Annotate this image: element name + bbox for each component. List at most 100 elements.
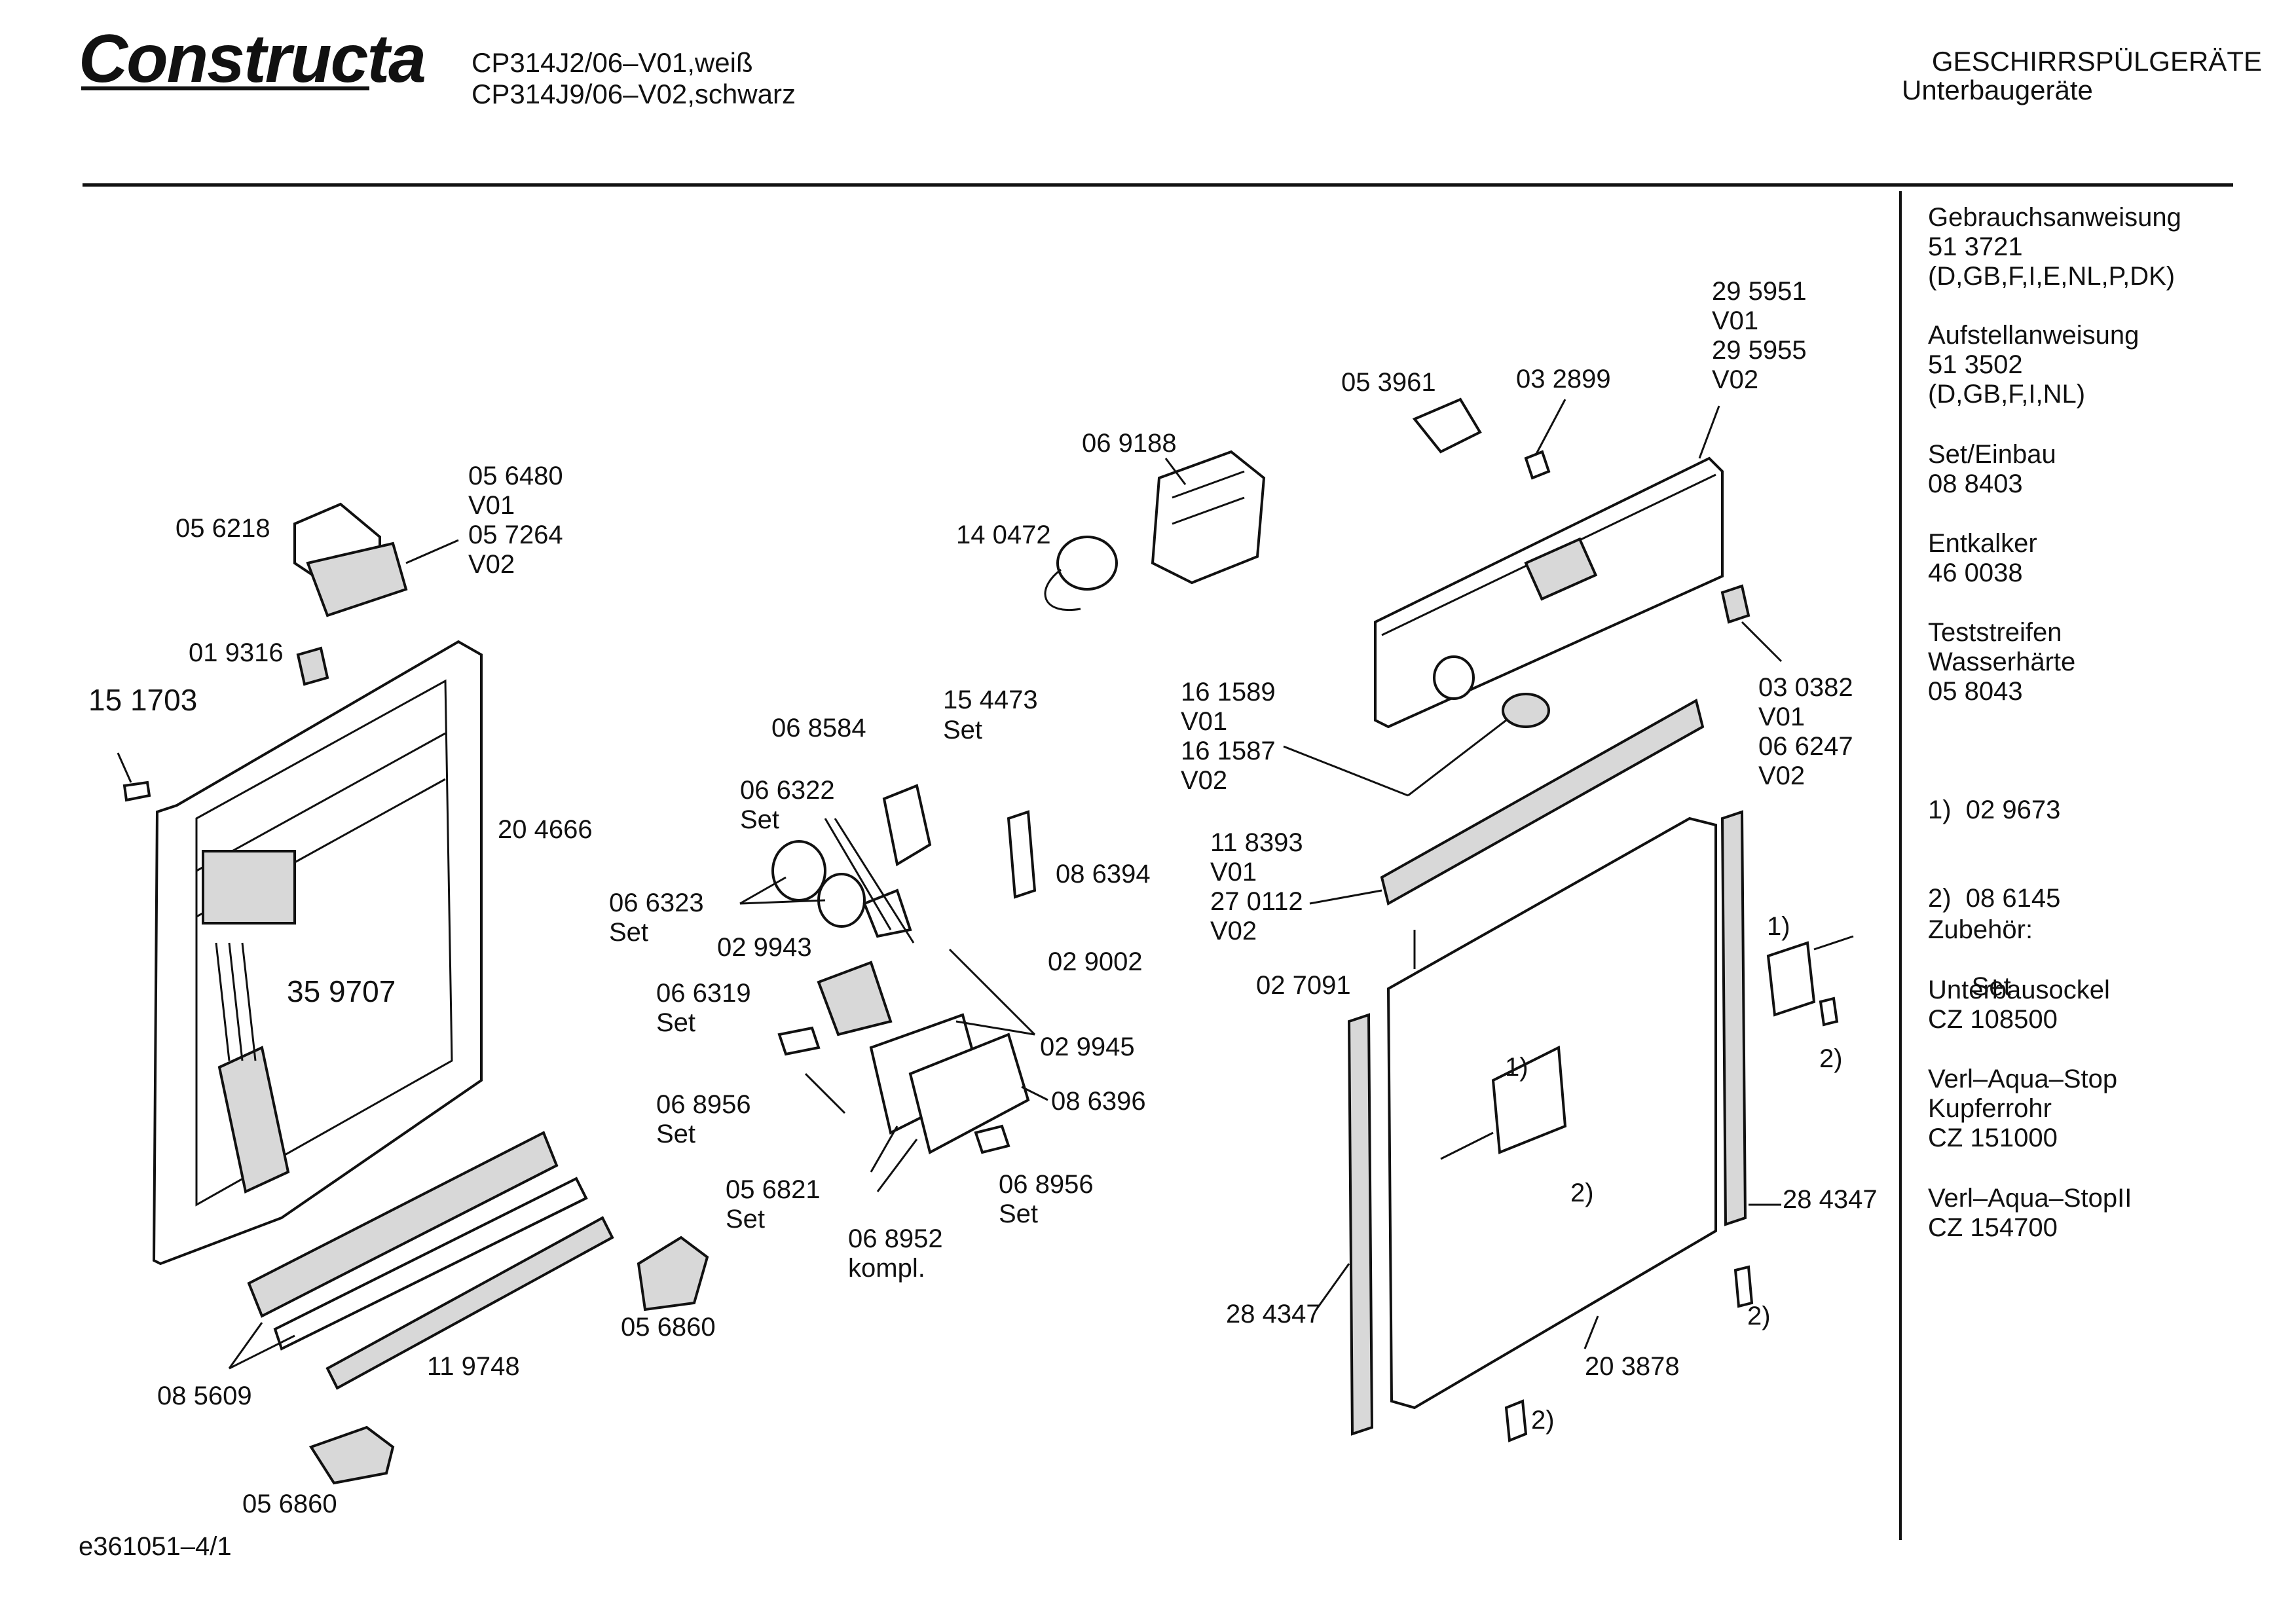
button-161589 xyxy=(1283,693,1550,797)
sidebar-text: Entkalker xyxy=(1928,529,2037,558)
sidebar-text: Verl–Aqua–Stop xyxy=(1928,1065,2118,1093)
part-label: Set xyxy=(943,716,982,744)
side-profile-right-284347 xyxy=(1720,810,1781,1226)
sidebar-text: 51 3502 xyxy=(1928,350,2023,379)
diagram-code: e361051–4/1 xyxy=(79,1532,232,1561)
part-label: V02 xyxy=(1181,766,1227,795)
part-label: V02 xyxy=(1210,917,1257,945)
sidebar-text: CZ 151000 xyxy=(1928,1124,2058,1152)
part-label: 06 6322 xyxy=(740,776,835,805)
sidebar-text: Teststreifen xyxy=(1928,618,2062,647)
pin-032899 xyxy=(1524,399,1566,480)
brand-logo: Constructa xyxy=(79,21,426,97)
part-label: 11 9748 xyxy=(427,1352,520,1381)
part-label: V02 xyxy=(1712,365,1758,394)
sidebar-text: Unterbausockel xyxy=(1928,976,2110,1004)
part-label: 02 7091 xyxy=(1256,971,1351,1000)
part-labels: 05 6480 V01 05 7264 V02 05 6218 01 9316 … xyxy=(88,277,1878,1518)
sidebar-text: 05 8043 xyxy=(1928,677,2023,706)
sidebar-text: CZ 108500 xyxy=(1928,1005,2058,1034)
part-label: V01 xyxy=(1210,858,1257,887)
part-label: 05 3961 xyxy=(1341,368,1436,397)
sidebar-text: Gebrauchsanweisung xyxy=(1928,203,2181,232)
sidebar-text: Wasserhärte xyxy=(1928,648,2076,676)
part-label: 2) xyxy=(1819,1044,1843,1073)
frame-cutout xyxy=(202,850,296,925)
part-label: 08 5609 xyxy=(157,1382,252,1410)
door-panel-203878 xyxy=(1309,698,1717,1410)
part-label: 05 6480 xyxy=(468,462,563,490)
part-label: 02 9002 xyxy=(1048,947,1143,976)
part-label: 06 9188 xyxy=(1082,429,1177,458)
part-label: V01 xyxy=(1181,707,1227,736)
part-label: 08 6394 xyxy=(1056,860,1151,888)
part-label: V01 xyxy=(1712,306,1758,335)
bottom-rail-085609 xyxy=(228,1131,614,1390)
part-label: 06 8952 xyxy=(848,1224,943,1253)
bracket-053961 xyxy=(1412,397,1482,454)
knob-140472 xyxy=(1044,536,1118,611)
part-label: 06 8956 xyxy=(999,1170,1094,1199)
sidebar-text: Set xyxy=(1928,972,2011,1001)
sidebar-block-accessories: Zubehör: xyxy=(1928,915,2033,945)
part-label: 29 5955 xyxy=(1712,336,1807,365)
model-line-1: CP314J2/06–V01,weiß xyxy=(472,47,753,78)
part-label: 20 4666 xyxy=(498,815,593,844)
header-divider xyxy=(83,183,2233,187)
part-label: 16 1589 xyxy=(1181,678,1276,706)
part-label: 05 6821 xyxy=(726,1175,821,1204)
part-label: 27 0112 xyxy=(1210,887,1303,916)
brand-logo-underline xyxy=(81,86,369,90)
sidebar-text: 1) 02 9673 xyxy=(1928,796,2061,824)
sidebar-text: CZ 154700 xyxy=(1928,1213,2058,1242)
sidebar-block-teststrips: Teststreifen Wasserhärte 05 8043 xyxy=(1928,618,2075,706)
part-label: V02 xyxy=(1758,761,1805,790)
part-label: 06 8584 xyxy=(771,714,866,742)
small-latch-b xyxy=(1504,1399,1528,1442)
part-label: 06 6319 xyxy=(656,979,751,1008)
part-label: 28 4347 xyxy=(1783,1185,1878,1214)
part-label: Set xyxy=(609,918,648,947)
sidebar-text: (D,GB,F,I,E,NL,P,DK) xyxy=(1928,262,2176,291)
block-056860-b xyxy=(308,1425,395,1485)
sidebar-block-plinth: Unterbausockel CZ 108500 xyxy=(1928,976,2110,1035)
sidebar-text: Set/Einbau xyxy=(1928,440,2056,469)
sidebar-text: Kupferrohr xyxy=(1928,1094,2052,1123)
sidebar-block-aquastop2: Verl–Aqua–StopII CZ 154700 xyxy=(1928,1184,2132,1243)
part-label: 05 7264 xyxy=(468,521,563,549)
top-strip-118393 xyxy=(1380,698,1705,906)
part-label: 08 6396 xyxy=(1051,1087,1146,1116)
sidebar-text: (D,GB,F,I,NL) xyxy=(1928,380,2086,409)
part-label: 01 9316 xyxy=(189,638,284,667)
part-label: 29 5951 xyxy=(1712,277,1807,306)
part-label: 06 6247 xyxy=(1758,732,1853,761)
sidebar-block-descaler: Entkalker 46 0038 xyxy=(1928,529,2037,588)
sidebar-text: 08 8403 xyxy=(1928,469,2023,498)
door-lock-part xyxy=(293,502,459,617)
part-label: 2) xyxy=(1531,1406,1555,1435)
block-056860-a xyxy=(637,1236,709,1311)
hinge-right xyxy=(1766,935,1854,1027)
cable-guide xyxy=(217,1046,290,1194)
part-label: Set xyxy=(656,1120,695,1148)
part-label: Set xyxy=(726,1205,765,1234)
small-latch-a xyxy=(1733,1265,1754,1308)
control-panel-295951 xyxy=(1374,405,1724,729)
part-label: 02 9945 xyxy=(1040,1033,1135,1061)
part-label: kompl. xyxy=(848,1254,925,1283)
part-label: 1) xyxy=(1767,912,1790,941)
category-subtitle: Unterbaugeräte xyxy=(1902,75,2093,105)
part-label: V01 xyxy=(468,491,515,520)
small-clip-019316 xyxy=(296,646,329,686)
part-label: 05 6860 xyxy=(242,1490,337,1518)
sidebar-text: Aufstellanweisung xyxy=(1928,321,2139,350)
sidebar-block-aquastop: Verl–Aqua–Stop Kupferrohr CZ 151000 xyxy=(1928,1065,2117,1153)
part-label: Set xyxy=(740,805,779,834)
part-label: 20 3878 xyxy=(1585,1352,1680,1381)
part-label: 14 0472 xyxy=(956,521,1051,549)
part-label: 15 1703 xyxy=(88,683,197,717)
part-label: 28 4347 xyxy=(1226,1300,1321,1328)
display-window xyxy=(1524,537,1598,601)
sidebar-text: 51 3721 xyxy=(1928,232,2023,261)
part-label: 2) xyxy=(1570,1179,1594,1207)
